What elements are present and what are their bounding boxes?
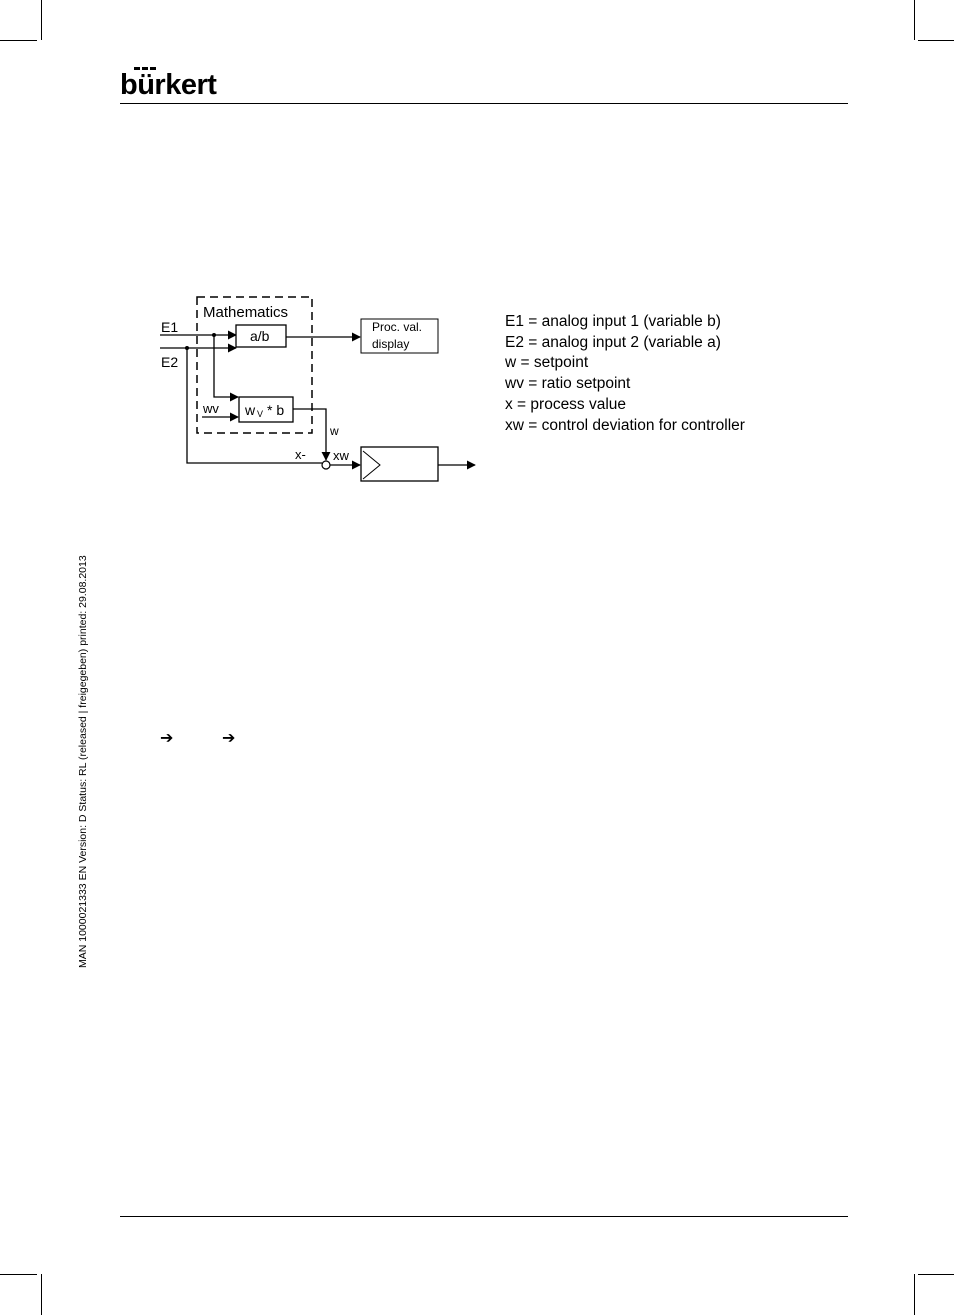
crop-mark-top-right-v [914,0,915,40]
brand-logo: bürkert [120,67,218,101]
crop-mark-bottom-left-h [0,1274,37,1275]
legend-line-w: w = setpoint [505,354,589,372]
legend-line-e2: E2 = analog input 2 (variable a) [505,333,721,351]
mathematics-title: Mathematics [203,304,288,321]
crop-mark-bottom-right-v [914,1274,915,1315]
brand-name: bürkert [120,69,217,101]
crop-mark-top-left-h [0,40,37,41]
input-e1-label: E1 [161,319,178,335]
controller-symbol [362,450,381,480]
arrow-right-icon: ➔ [222,730,236,747]
footer-rule [120,1216,848,1217]
crop-mark-bottom-left-v [41,1274,42,1315]
signal-x-label: x- [295,447,306,462]
header-rule [120,103,848,104]
e2-to-summing-line [186,348,322,464]
document-side-note: MAN 1000021333 EN Version: D Status: RL … [77,555,89,968]
crop-mark-bottom-right-h [918,1274,954,1275]
signal-w-label: w [329,424,339,438]
mathematics-block [196,296,313,434]
mathematics-title-bg [200,302,308,322]
legend-line-xw: xw = control deviation for controller [505,416,745,434]
crop-mark-top-left-v [41,0,42,40]
legend-line-wv: wv = ratio setpoint [505,375,631,393]
logo-dash-1 [134,67,140,70]
controller-block [360,446,439,482]
diagram-legend: E1 = analog input 1 (variable b) E2 = an… [505,312,780,436]
display-box [360,318,439,354]
summing-junction [321,460,331,470]
legend-line-x: x = process value [505,395,627,413]
legend-line-e1: E1 = analog input 1 (variable b) [505,313,721,330]
logo-dash-2 [142,67,148,70]
ratio-block [235,324,287,348]
logo-dash-3 [150,67,156,70]
setpoint-w-line [293,408,331,461]
display-box-line1: Proc. val. [372,320,422,334]
multiply-block-main: w [244,402,256,418]
ratio-block-label: a/b [250,328,270,344]
e1-to-multiply-line [213,335,239,402]
signal-xw-label: xw [333,448,350,463]
input-e2-label: E2 [161,354,178,370]
multiply-block-rest: * b [267,402,284,418]
multiply-block-sub: V [257,409,263,419]
arrow-right-icon: ➔ [160,730,174,747]
input-wv-label: wv [202,401,219,416]
crop-mark-top-right-h [918,40,954,41]
ratio-control-diagram: Mathematics E1 E2 a/b Proc. val. display… [160,296,476,482]
display-box-line2: display [372,337,409,351]
